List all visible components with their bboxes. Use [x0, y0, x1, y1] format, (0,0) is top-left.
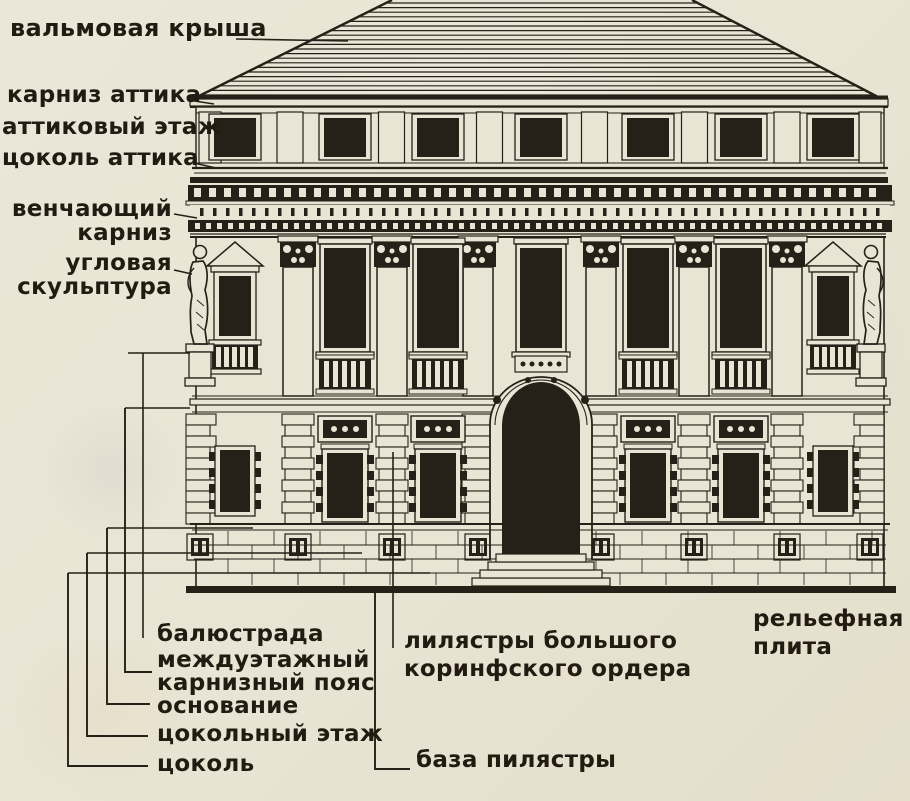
attic-window: [208, 113, 262, 161]
corner-sculpture: [855, 244, 887, 387]
attic-window: [514, 113, 568, 161]
label-relief-slab: рельефная плита: [753, 606, 904, 660]
entrance-steps: [471, 553, 611, 587]
foundation-band: [190, 523, 890, 531]
label-foundation: основание: [157, 693, 299, 719]
label-attic-cornice: карниз аттика: [7, 82, 202, 108]
upper-window-bay: [711, 237, 771, 395]
lower-window-bay: [316, 415, 374, 523]
attic-window: [714, 113, 768, 161]
giant-pilaster: [277, 235, 319, 561]
giant-pilaster: [766, 235, 808, 561]
corner-pier: [185, 413, 217, 561]
hip-roof-drawing: [189, 0, 888, 99]
lower-window-bay: [409, 415, 467, 523]
crowning-cornice: [185, 185, 895, 238]
ground-line: [186, 586, 896, 593]
window-balustrade: [315, 354, 375, 395]
window-balustrade: [408, 354, 468, 395]
lower-window-bay: [619, 415, 677, 523]
label-crowning-cornice: венчающий карниз: [11, 196, 172, 247]
attic-plinth-molding: [190, 166, 888, 183]
upper-window-bay: [511, 237, 571, 373]
relief-slab: [713, 415, 769, 443]
attic-window: [621, 113, 675, 161]
window-balustrade: [618, 354, 678, 395]
entrance-arch: [489, 376, 593, 578]
label-hip-roof: вальмовая крыша: [10, 14, 267, 42]
eaves-band: [189, 98, 889, 108]
giant-pilaster: [371, 235, 413, 561]
attic-window: [411, 113, 465, 161]
upper-window-bay: [618, 237, 678, 395]
relief-slab: [410, 415, 466, 443]
attic-window: [318, 113, 372, 161]
window-balustrade: [711, 354, 771, 395]
label-balustrade: балюстрада: [157, 621, 324, 647]
giant-pilaster: [457, 235, 499, 561]
label-attic-floor: аттиковый этаж: [2, 114, 221, 140]
label-attic-plinth: цоколь аттика: [2, 145, 199, 171]
attic-storey: [195, 106, 885, 169]
corner-sculpture: [184, 244, 216, 387]
label-pilaster-base: база пилястры: [416, 747, 617, 773]
relief-slab: [620, 415, 676, 443]
corner-pier: [853, 413, 885, 561]
label-basement-floor: цокольный этаж: [157, 721, 384, 747]
lower-window-bay: [712, 415, 770, 523]
label-interfloor-cornice-belt: междуэтажный карнизный пояс: [157, 647, 376, 696]
pedimented-window: [802, 241, 864, 517]
leader-lines: [67, 38, 430, 770]
label-corner-sculpture: угловая скульптура: [17, 250, 172, 301]
label-grand-order-pilasters: лилястры большого коринфского ордера: [404, 628, 692, 682]
pedimented-window: [204, 241, 266, 517]
label-plinth: цоколь: [157, 751, 255, 777]
giant-pilaster: [580, 235, 622, 561]
upper-window-bay: [408, 237, 468, 395]
upper-window-bay: [315, 237, 375, 395]
attic-window: [806, 113, 860, 161]
relief-slab: [317, 415, 373, 443]
